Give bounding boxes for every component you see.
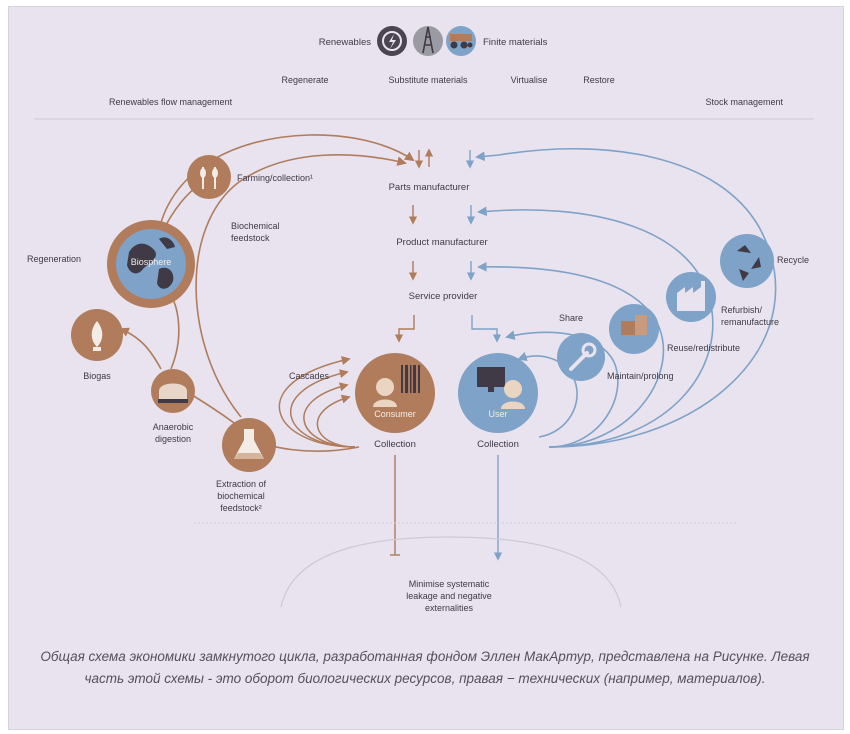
recycle-label: Recycle <box>777 255 809 265</box>
barcode-icon <box>401 365 420 393</box>
leakage-dome <box>280 536 622 608</box>
monitor-icon <box>477 367 505 392</box>
renewables-label: Renewables <box>319 37 372 48</box>
user-collection-label: Collection <box>477 439 519 450</box>
anaerobic-label-1: Anaerobic <box>153 422 194 432</box>
boxes-icon <box>621 315 647 335</box>
wrench-icon <box>569 342 597 371</box>
consumer-node: Consumer <box>355 353 435 433</box>
biogas-node <box>71 309 123 361</box>
user-label: User <box>488 409 507 419</box>
leakage-label-2: leakage and negative <box>406 591 492 601</box>
maintain-label: Maintain/prolong <box>607 371 674 381</box>
leakage-label-1: Minimise systematic <box>409 579 490 589</box>
renewables-flow-label: Renewables flow management <box>109 97 233 107</box>
extraction-label-2: biochemical <box>217 491 265 501</box>
extraction-node <box>222 418 276 472</box>
refurbish-label-2: remanufacture <box>721 317 779 327</box>
consumer-head-icon <box>373 378 397 407</box>
diagram-frame: Renewables Finite materials Regenerate S… <box>8 6 844 730</box>
finite-materials-label: Finite materials <box>483 37 548 48</box>
principle-regenerate: Regenerate <box>281 75 328 85</box>
biochemical-feedstock-label-2: feedstock <box>231 233 270 243</box>
user-head-icon <box>501 380 525 409</box>
digester-icon <box>158 383 188 403</box>
factory-icon <box>677 281 705 311</box>
figure-caption: Общая схема экономики замкнутого цикла, … <box>40 649 810 686</box>
wheat-icon <box>200 167 218 189</box>
reuse-label: Reuse/redistribute <box>667 343 740 353</box>
flask-icon <box>234 429 264 459</box>
anaerobic-label-2: digestion <box>155 434 191 444</box>
recycle-node <box>720 234 774 288</box>
user-node: User <box>458 353 538 433</box>
recycle-icon <box>737 245 761 281</box>
principle-substitute-materials: Substitute materials <box>388 75 468 85</box>
reuse-node <box>609 304 659 354</box>
refurbish-node <box>666 272 716 322</box>
oil-rig-icon <box>413 26 443 56</box>
leakage-label-3: externalities <box>425 603 474 613</box>
biogas-label: Biogas <box>83 371 111 381</box>
farming-label: Farming/collection¹ <box>237 173 313 183</box>
service-provider-label: Service provider <box>409 291 478 302</box>
product-manufacturer-label: Product manufacturer <box>396 237 487 248</box>
principle-restore: Restore <box>583 75 615 85</box>
extraction-label-3: feedstock² <box>220 503 262 513</box>
anaerobic-node <box>151 369 195 413</box>
flame-icon <box>91 321 103 351</box>
renewables-icon <box>377 26 407 56</box>
farming-node <box>187 155 231 199</box>
biosphere-node: Biosphere <box>107 220 195 308</box>
share-label: Share <box>559 313 583 323</box>
parts-manufacturer-label: Parts manufacturer <box>389 182 470 193</box>
consumer-collection-label: Collection <box>374 439 416 450</box>
refurbish-label-1: Refurbish/ <box>721 305 763 315</box>
maintain-node <box>557 333 605 381</box>
biosphere-label: Biosphere <box>131 257 172 267</box>
biochemical-feedstock-label-1: Biochemical <box>231 221 280 231</box>
consumer-label: Consumer <box>374 409 416 419</box>
cascades-label: Cascades <box>289 371 330 381</box>
regeneration-label: Regeneration <box>27 254 81 264</box>
extraction-label-1: Extraction of <box>216 479 267 489</box>
stock-management-label: Stock management <box>705 97 783 107</box>
principle-virtualise: Virtualise <box>511 75 548 85</box>
mining-truck-icon <box>446 26 476 56</box>
circular-economy-diagram: Renewables Finite materials Regenerate S… <box>27 26 814 613</box>
globe-icon <box>127 237 175 289</box>
